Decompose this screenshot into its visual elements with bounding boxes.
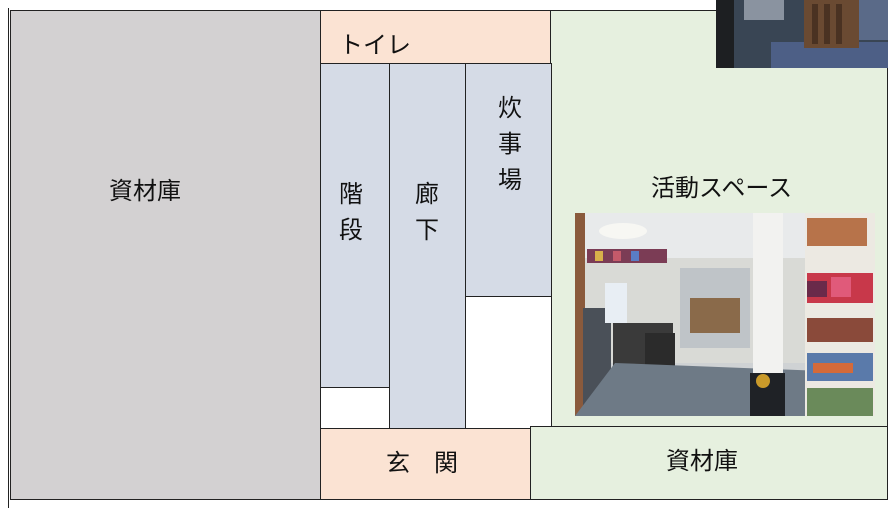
room-corridor-char-2: 下 <box>415 216 439 244</box>
room-corridor: 廊 下 <box>389 63 466 430</box>
room-corridor-char-1: 廊 <box>415 180 439 208</box>
room-storage-bottom-label: 資材庫 <box>666 447 738 475</box>
room-stairs-char-1: 階 <box>339 180 363 208</box>
room-storage-left-label: 資材庫 <box>109 177 181 205</box>
photo-top-right-image <box>716 0 888 68</box>
room-kitchen-char-1: 炊 <box>498 94 522 122</box>
room-kitchen-label: 炊 事 場 <box>498 90 522 198</box>
room-activity-space-label: 活動スペース <box>651 174 793 202</box>
photo-activity-space-image <box>575 213 875 416</box>
room-toilet-label: トイレ <box>339 31 411 59</box>
room-storage-left: 資材庫 <box>10 10 322 500</box>
room-entrance-label: 玄 関 <box>386 449 458 477</box>
photo-activity-space <box>575 213 875 416</box>
room-stairs-char-2: 段 <box>339 216 363 244</box>
room-storage-bottom: 資材庫 <box>530 426 888 500</box>
room-stairs: 階 段 <box>320 63 390 388</box>
room-toilet: トイレ <box>320 10 552 64</box>
room-kitchen-char-2: 事 <box>498 130 522 158</box>
room-kitchen: 炊 事 場 <box>465 63 552 297</box>
room-kitchen-char-3: 場 <box>498 166 522 194</box>
room-entrance: 玄 関 <box>320 428 532 500</box>
blank-under-stairs <box>320 387 390 430</box>
room-stairs-label: 階 段 <box>339 176 363 248</box>
photo-top-right <box>716 0 888 68</box>
room-corridor-label: 廊 下 <box>415 176 439 248</box>
outer-wall-left <box>8 8 9 508</box>
blank-under-kitchen <box>465 296 552 430</box>
